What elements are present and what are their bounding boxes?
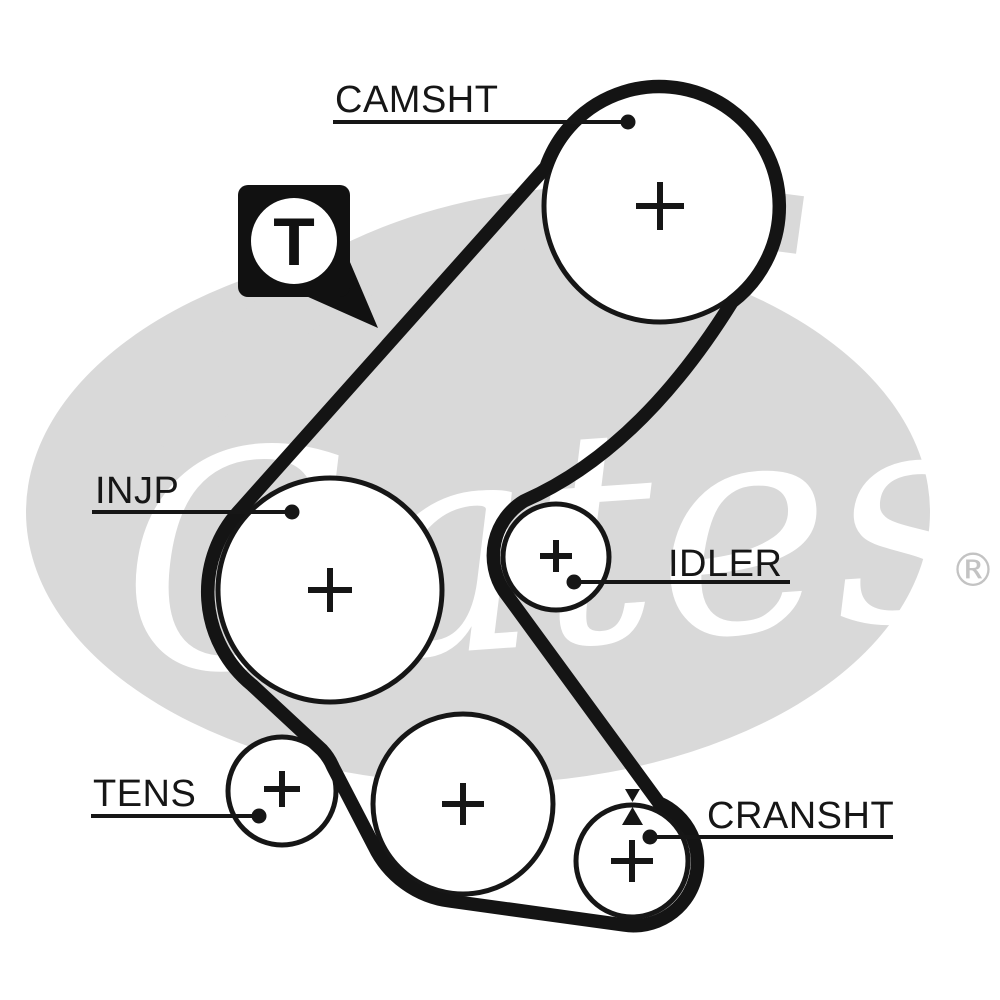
injection-pump-label: INJP [95,470,179,512]
registered-trademark: ® [950,543,996,597]
pulley-center-marks [264,182,684,882]
tensioner-cross [264,771,300,807]
timing-mark-up-triangle-icon [622,807,643,825]
labels: CAMSHT INJP IDLER TENS CRANSHT [91,79,894,845]
crankshaft-label-group: CRANSHT [642,795,894,845]
t-badge-letter: T [273,204,315,280]
tensioner-leader-dot [251,808,267,824]
idler-cross [540,540,572,572]
crankshaft-leader-dot [642,829,658,845]
camshaft-label: CAMSHT [335,79,498,121]
timing-mark-down-triangle-icon [625,789,640,802]
t-badge-circle [251,198,337,284]
timing-belt [200,79,787,933]
tensioner-label-group: TENS [91,773,267,824]
idler-label: IDLER [668,543,782,585]
injection-pump-cross [308,568,352,612]
camshaft-cross [636,182,684,230]
crankshaft-label: CRANSHT [707,795,894,837]
tensioner-label: TENS [93,773,196,815]
crankshaft-timing-mark [622,789,643,825]
crankshaft-cross [611,840,653,882]
center-pulley-cross [442,783,484,825]
injection-pump-label-group: INJP [92,470,300,520]
idler-label-group: IDLER [566,543,790,590]
camshaft-label-group: CAMSHT [333,79,636,130]
t-badge: T [238,185,378,328]
injection-pump-leader-dot [284,504,300,520]
idler-leader-dot [566,574,582,590]
camshaft-leader-dot [620,114,636,130]
